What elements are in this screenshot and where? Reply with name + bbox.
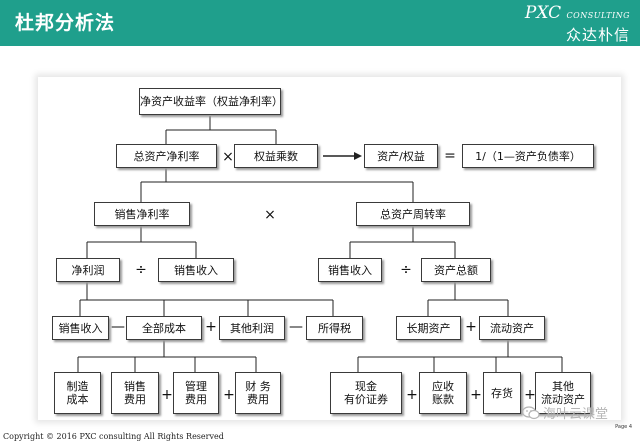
operator-minus: — (289, 319, 303, 335)
node-manufacturing-cost: 制造 成本 (54, 372, 101, 414)
header-bar: 杜邦分析法 PXC CONSULTING 众达朴信 (0, 0, 640, 46)
operator-plus: + (524, 387, 536, 403)
node-equity-multiplier: 权益乘数 (234, 144, 318, 168)
node-sales-revenue: 销售收入 (318, 258, 382, 282)
operator-equals: = (444, 148, 456, 164)
node-total-assets: 资产总额 (421, 258, 491, 282)
operator-plus: + (161, 387, 173, 403)
node-roa: 总资产净利率 (116, 144, 217, 168)
operator-plus: + (470, 387, 482, 403)
watermark-text: 海叶云课堂 (543, 407, 609, 422)
node-selling-expense: 销售 费用 (111, 372, 159, 414)
operator-plus: + (205, 319, 217, 335)
node-other-current-assets: 其他 流动资产 (535, 372, 591, 414)
node-net-margin: 销售净利率 (94, 202, 190, 226)
copyright-text: Copyright © 2016 PXC consulting All Righ… (3, 432, 224, 441)
operator-divide: ÷ (400, 262, 412, 278)
brand-name: PXC CONSULTING (524, 3, 630, 23)
page-number: Page 4 (615, 424, 632, 430)
operator-plus: + (406, 387, 418, 403)
operator-times: × (264, 207, 276, 223)
dupont-diagram: 净资产收益率（权益净利率） 总资产净利率 × 权益乘数 资产/权益 = 1/（1… (38, 77, 621, 420)
node-roe: 净资产收益率（权益净利率） (139, 88, 283, 115)
brand-logo: PXC CONSULTING 众达朴信 (525, 3, 630, 44)
operator-minus: — (111, 319, 125, 335)
node-total-cost: 全部成本 (126, 316, 202, 340)
operator-plus: + (223, 387, 235, 403)
node-asset-turnover: 总资产周转率 (356, 202, 470, 226)
node-finance-expense: 财 务 费用 (235, 372, 281, 414)
node-net-profit: 净利润 (56, 258, 120, 282)
node-current-assets: 流动资产 (479, 316, 545, 340)
node-inventory: 存货 (483, 372, 521, 414)
node-admin-expense: 管理 费用 (173, 372, 219, 414)
node-sales-revenue: 销售收入 (158, 258, 234, 282)
connector-lines (77, 116, 563, 372)
node-cash-securities: 现金 有价证券 (330, 372, 402, 414)
operator-divide: ÷ (135, 262, 147, 278)
arrow-right-icon (323, 152, 362, 160)
node-sales-revenue: 销售收入 (52, 316, 109, 340)
node-assets-over-equity: 资产/权益 (364, 144, 438, 168)
brand-sub: CONSULTING (566, 11, 630, 20)
operator-plus: + (465, 319, 477, 335)
operator-times: × (222, 149, 234, 165)
page-title: 杜邦分析法 (15, 12, 116, 34)
wechat-icon (522, 405, 540, 419)
node-receivables: 应收 账款 (419, 372, 467, 414)
node-long-term-assets: 长期资产 (396, 316, 461, 340)
node-debt-formula: 1/（1—资产负债率） (462, 144, 594, 168)
brand-chinese-name: 众达朴信 (565, 26, 630, 44)
watermark: 海叶云课堂 (522, 403, 608, 422)
node-other-profit: 其他利润 (219, 316, 285, 340)
node-income-tax: 所得税 (306, 316, 363, 340)
